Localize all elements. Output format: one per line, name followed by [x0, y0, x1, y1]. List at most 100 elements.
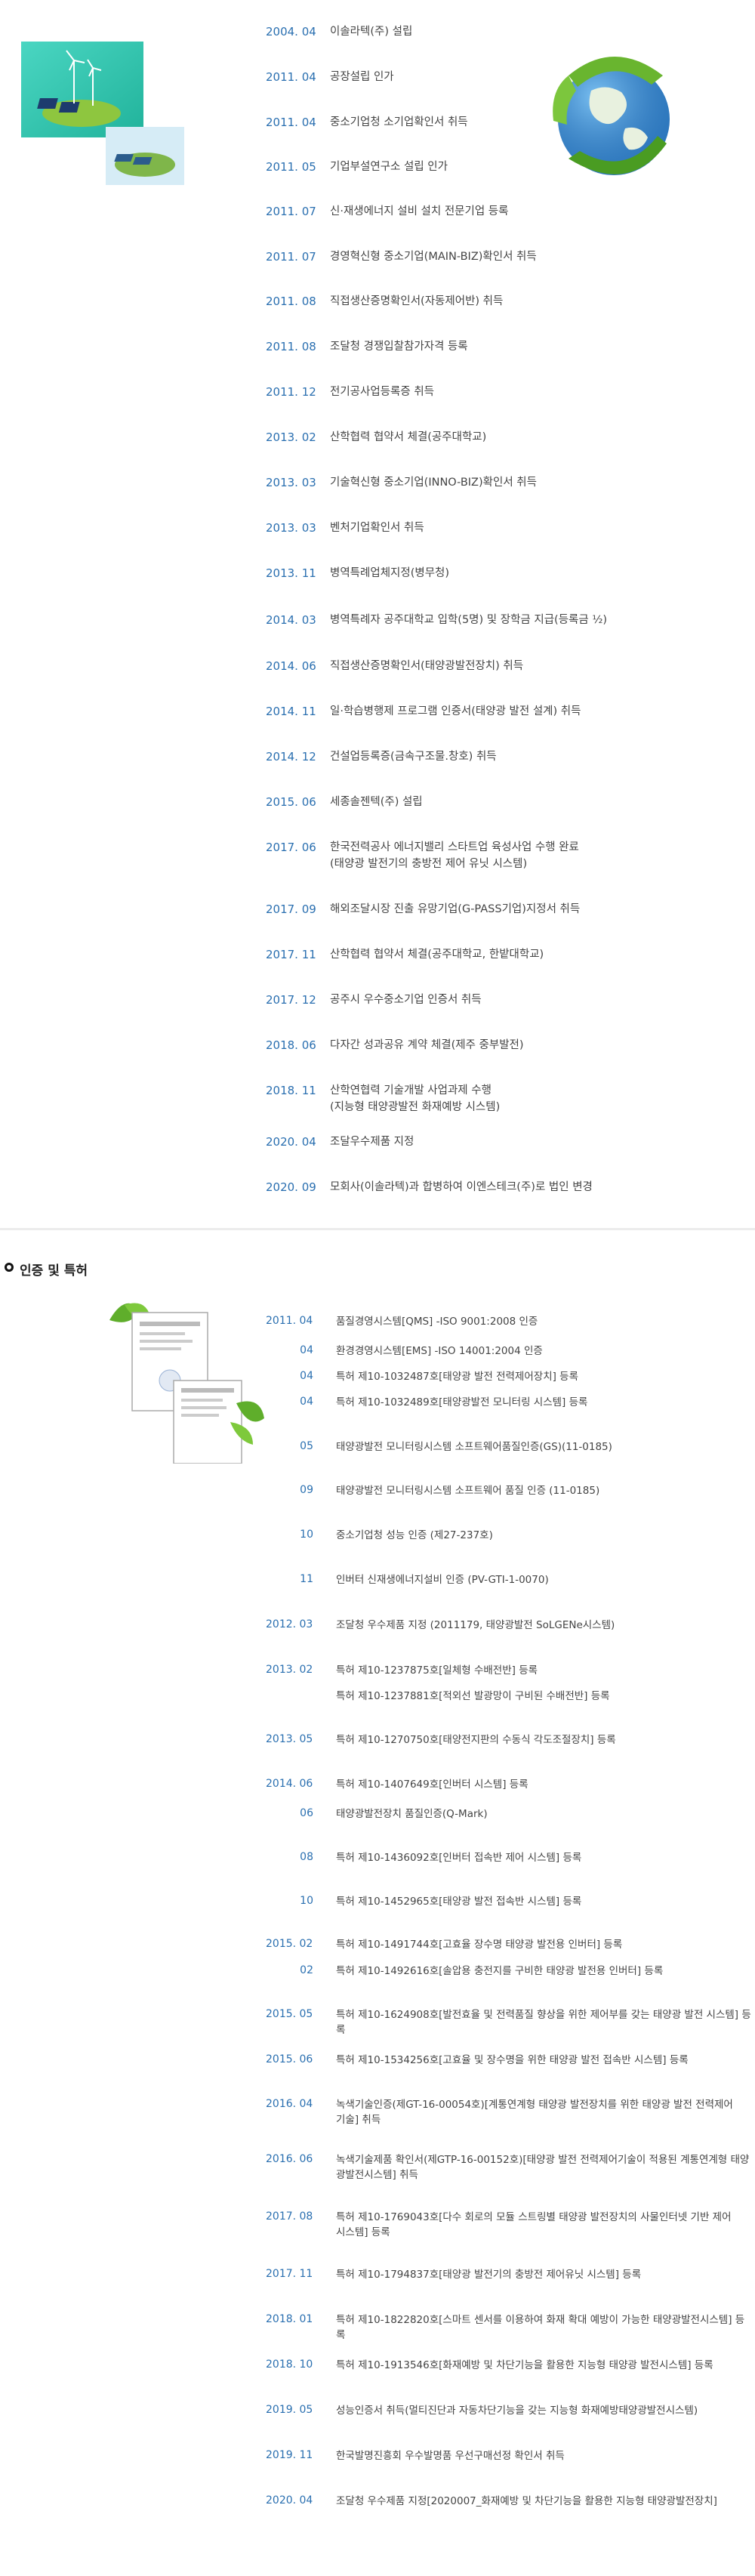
- cert-date: 2013. 02: [266, 1664, 313, 1676]
- history-text-line: 기업부설연구소 설립 인가: [330, 161, 448, 173]
- history-date: 2017. 06: [266, 841, 316, 854]
- cert-text: 특허 제10-1032489호[태양광발전 모니터링 시스템] 등록: [336, 1395, 751, 1410]
- history-date: 2011. 08: [266, 295, 316, 308]
- history-date: 2013. 11: [266, 566, 316, 580]
- history-text-line: 산학협력 협약서 체결(공주대학교): [330, 431, 487, 443]
- cert-text: 특허 제10-1270750호[태양전지판의 수동식 각도조절장치] 등록: [336, 1732, 751, 1748]
- history-text-line: 산학연협력 기술개발 사업과제 수행: [330, 1084, 492, 1097]
- history-text-line: 해외조달시장 진출 유망기업(G-PASS기업)지정서 취득: [330, 903, 581, 915]
- history-text: 경영혁신형 중소기업(MAIN-BIZ)확인서 취득: [330, 248, 738, 265]
- history-text-line: 신·재생에너지 설비 설치 전문기업 등록: [330, 205, 509, 217]
- cert-text: 특허 제10-1237881호[적외선 발광망이 구비된 수배전반] 등록: [336, 1689, 751, 1704]
- history-text: 병역특례자 공주대학교 입학(5명) 및 장학금 지급(등록금 ½): [330, 612, 738, 628]
- history-text: 건설업등록증(금속구조물.창호) 취득: [330, 748, 738, 765]
- cert-month: 04: [300, 1396, 313, 1408]
- cert-month: 09: [300, 1484, 313, 1496]
- cert-text-line: 특허 제10-1913546호[화재예방 및 차단기능을 활용한 지능형 태양광…: [336, 2359, 713, 2371]
- history-text-line: 세종솔젠텍(주) 설립: [330, 796, 423, 808]
- cert-text-line: 한국발명진흥회 우수발명품 우선구매선정 확인서 취득: [336, 2450, 565, 2462]
- cert-text-line: 특허 제10-1032487호[태양광 발전 전력제어장치] 등록: [336, 1371, 579, 1383]
- cert-text: 특허 제10-1436092호[인버터 접속반 제어 시스템] 등록: [336, 1850, 751, 1865]
- cert-text: 특허 제10-1407649호[인버터 시스템] 등록: [336, 1777, 751, 1792]
- cert-date: 2011. 04: [266, 1315, 313, 1327]
- history-text-line: 공장설립 인가: [330, 71, 394, 83]
- cert-text-line: 태양광발전장치 품질인증(Q-Mark): [336, 1808, 488, 1820]
- cert-month: 08: [300, 1851, 313, 1863]
- cert-text: 태양광발전 모니터링시스템 소프트웨어 품질 인증 (11-0185): [336, 1483, 751, 1498]
- cert-text-line: 녹색기술인증(제GT-16-00054호)[계통연계형 태양광 발전장치를 위한…: [336, 2099, 733, 2111]
- cert-date: 2014. 06: [266, 1778, 313, 1790]
- cert-text-line: 환경경영시스템[EMS] -ISO 14001:2004 인증: [336, 1345, 543, 1357]
- history-date: 2020. 09: [266, 1180, 316, 1194]
- cert-date: 2017. 11: [266, 2268, 313, 2280]
- history-text: 공주시 우수중소기업 인증서 취득: [330, 992, 738, 1008]
- history-date: 2011. 04: [266, 70, 316, 84]
- cert-text-line: 특허 제10-1237881호[적외선 발광망이 구비된 수배전반] 등록: [336, 1690, 610, 1702]
- cert-text-line: 품질경영시스템[QMS] -ISO 9001:2008 인증: [336, 1316, 538, 1328]
- solar-windmill-image: [21, 42, 143, 137]
- history-date: 2014. 12: [266, 750, 316, 764]
- history-text-line: 직접생산증명확인서(태양광발전장치) 취득: [330, 660, 524, 672]
- cert-text: 성능인증서 취득(멀티진단과 자동차단기능을 갖는 지능형 화재예방태양광발전시…: [336, 2403, 751, 2418]
- history-date: 2017. 11: [266, 948, 316, 961]
- cert-text: 태양광발전장치 품질인증(Q-Mark): [336, 1806, 751, 1822]
- history-text: 산학협력 협약서 체결(공주대학교): [330, 429, 738, 446]
- green-globe-image: [553, 57, 670, 175]
- history-text: 세종솔젠텍(주) 설립: [330, 794, 738, 810]
- history-date: 2018. 11: [266, 1084, 316, 1097]
- cert-text-line: 조달청 우수제품 지정 (2011179, 태양광발전 SoLGENe시스템): [336, 1619, 615, 1631]
- cert-text: 품질경영시스템[QMS] -ISO 9001:2008 인증: [336, 1314, 751, 1329]
- history-text: 조달청 경쟁입찰참가자격 등록: [330, 338, 738, 355]
- cert-text-line: 녹색기술제품 확인서(제GTP-16-00152호)[태양광 발전 전력제어기술…: [336, 2154, 750, 2166]
- history-text: 다자간 성과공유 계약 체결(제주 중부발전): [330, 1037, 738, 1054]
- history-text: 기술혁신형 중소기업(INNO-BIZ)확인서 취득: [330, 474, 738, 491]
- cert-text-line: 특허 제10-1237875호[일체형 수배전반] 등록: [336, 1664, 538, 1677]
- cert-text: 특허 제10-1491744호[고효율 장수명 태양광 발전용 인버터] 등록: [336, 1937, 751, 1952]
- cert-text-line: 특허 제10-1822820호[스마트 센서를 이용하여 화재 확대 예방이 가…: [336, 2314, 745, 2341]
- history-text: 산학협력 협약서 체결(공주대학교, 한밭대학교): [330, 946, 738, 963]
- history-text-line: 산학협력 협약서 체결(공주대학교, 한밭대학교): [330, 949, 544, 961]
- cert-text: 조달청 우수제품 지정[2020007_화재예방 및 차단기능을 활용한 지능형…: [336, 2494, 751, 2509]
- history-text-line: (지능형 태양광발전 화재예방 시스템): [330, 1101, 501, 1113]
- cert-text-line: 인버터 신재생에너지설비 인증 (PV-GTI-1-0070): [336, 1574, 549, 1586]
- history-date: 2011. 07: [266, 250, 316, 264]
- cert-text-line: 특허 제10-1492616호[솔압용 충전지를 구비한 태양광 발전용 인버터…: [336, 1965, 664, 1977]
- history-text: 병역특례업체지정(병무청): [330, 565, 738, 582]
- history-date: 2017. 12: [266, 993, 316, 1007]
- certificate-documents-image: [109, 1303, 264, 1464]
- cert-date: 2017. 08: [266, 2210, 313, 2223]
- history-text: 신·재생에너지 설비 설치 전문기업 등록: [330, 203, 738, 220]
- cert-text: 특허 제10-1913546호[화재예방 및 차단기능을 활용한 지능형 태양광…: [336, 2358, 751, 2373]
- cert-text: 특허 제10-1822820호[스마트 센서를 이용하여 화재 확대 예방이 가…: [336, 2312, 751, 2343]
- cert-date: 2015. 02: [266, 1938, 313, 1950]
- history-text-line: 조달청 경쟁입찰참가자격 등록: [330, 341, 468, 353]
- cert-text: 태양광발전 모니터링시스템 소프트웨어품질인증(GS)(11-0185): [336, 1439, 751, 1455]
- history-date: 2013. 03: [266, 476, 316, 489]
- history-date: 2011. 08: [266, 340, 316, 353]
- cert-text: 특허 제10-1237875호[일체형 수배전반] 등록: [336, 1663, 751, 1678]
- cert-date: 2012. 03: [266, 1618, 313, 1630]
- history-text-line: 한국전력공사 에너지밸리 스타트업 육성사업 수행 완료: [330, 841, 579, 853]
- cert-text: 환경경영시스템[EMS] -ISO 14001:2004 인증: [336, 1344, 751, 1359]
- cert-text: 특허 제10-1492616호[솔압용 충전지를 구비한 태양광 발전용 인버터…: [336, 1964, 751, 1979]
- history-text-line: 일·학습병행제 프로그램 인증서(태양광 발전 설계) 취득: [330, 705, 581, 717]
- cert-month: 05: [300, 1440, 313, 1452]
- history-text: 공장설립 인가: [330, 69, 738, 85]
- history-date: 2011. 07: [266, 205, 316, 218]
- cert-text-line: 특허 제10-1769043호[다수 회로의 모듈 스트링별 태양광 발전장치의…: [336, 2211, 732, 2223]
- history-text: 한국전력공사 에너지밸리 스타트업 육성사업 수행 완료(태양광 발전기의 충방…: [330, 839, 738, 872]
- cert-text-line: 시스템] 등록: [336, 2226, 390, 2238]
- history-text: 조달우수제품 지정: [330, 1134, 738, 1150]
- cert-text-line: 광발전시스템] 취득: [336, 2169, 418, 2181]
- history-date: 2020. 04: [266, 1135, 316, 1149]
- history-text-line: 중소기업청 소기업확인서 취득: [330, 116, 468, 128]
- cert-text-line: 중소기업청 성능 인증 (제27-237호): [336, 1529, 493, 1541]
- section-bullet-icon: [5, 1263, 14, 1272]
- cert-text: 특허 제10-1769043호[다수 회로의 모듈 스트링별 태양광 발전장치의…: [336, 2210, 751, 2240]
- history-text-line: 이솔라텍(주) 설립: [330, 26, 413, 38]
- history-date: 2014. 03: [266, 613, 316, 627]
- history-date: 2014. 11: [266, 705, 316, 718]
- cert-text-line: 특허 제10-1794837호[태양광 발전기의 충방전 제어유닛 시스템] 등…: [336, 2269, 642, 2281]
- cert-date: 2015. 06: [266, 2053, 313, 2065]
- history-text-line: 모회사(이솔라텍)과 합병하여 이엔스테크(주)로 법인 변경: [330, 1181, 593, 1193]
